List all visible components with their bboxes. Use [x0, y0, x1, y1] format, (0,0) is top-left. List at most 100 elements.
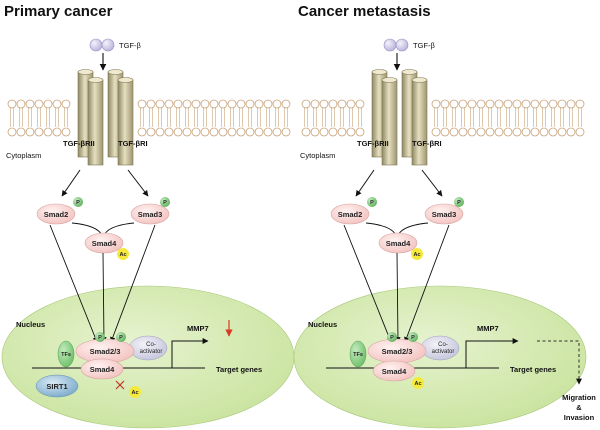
- nucleus-label: Nucleus: [308, 320, 337, 329]
- tgf-beta-ligand: [383, 38, 409, 52]
- smad2-label: Smad2: [338, 210, 363, 219]
- smad4-protein: Smad4: [378, 232, 418, 254]
- lipid-tail: [349, 108, 353, 127]
- lipid-head: [440, 99, 450, 109]
- phosphorylation-arrow-smad3: [421, 169, 443, 197]
- lipid-head: [310, 127, 320, 137]
- lipid-tail: [167, 108, 171, 127]
- downstream-effect-arrow: [537, 340, 582, 385]
- receptor-ii-label: TGF-βRII: [63, 139, 95, 148]
- cytoplasm-label: Cytoplasm: [300, 151, 335, 160]
- svg-text:Ac: Ac: [414, 381, 421, 387]
- ligand-label: TGF-β: [119, 41, 141, 50]
- lipid-head: [449, 99, 459, 109]
- lipid-head: [557, 127, 567, 137]
- lipid-head: [548, 127, 558, 137]
- tgf-beta-receptor-i: [401, 69, 428, 166]
- nuclear-translocation-arrow: [404, 224, 450, 343]
- lipid-tail: [203, 108, 207, 127]
- lipid-head: [173, 127, 183, 137]
- lipid-tail: [266, 108, 270, 127]
- lipid-head: [61, 99, 71, 109]
- lipid-head: [227, 127, 237, 137]
- lipid-head: [182, 127, 192, 137]
- lipid-head: [319, 127, 329, 137]
- lipid-tail: [488, 108, 492, 127]
- lipid-tail: [176, 108, 180, 127]
- tgf-beta-ligand: [89, 38, 115, 52]
- acetyl-badge: Ac: [129, 386, 141, 398]
- svg-text:Smad4: Smad4: [90, 365, 115, 374]
- lipid-tail: [46, 108, 50, 127]
- smad3-label: Smad3: [432, 210, 457, 219]
- lipid-head: [227, 99, 237, 109]
- lipid-head: [485, 99, 495, 109]
- svg-text:activator: activator: [140, 349, 163, 355]
- lipid-head: [137, 99, 147, 109]
- coactivator: Co- activator: [128, 335, 168, 361]
- lipid-head: [272, 99, 282, 109]
- svg-text:P: P: [98, 335, 102, 341]
- lipid-head: [310, 99, 320, 109]
- smad3-protein: Smad3: [130, 203, 170, 225]
- lipid-tail: [37, 108, 41, 127]
- lipid-tail: [506, 108, 510, 127]
- lipid-head: [200, 99, 210, 109]
- nucleus-label: Nucleus: [16, 320, 45, 329]
- tgf-beta-receptor-i: [107, 69, 134, 166]
- lipid-head: [25, 127, 35, 137]
- lipid-head: [503, 127, 513, 137]
- nuclear-translocation-arrow: [395, 252, 401, 343]
- lipid-head: [301, 99, 311, 109]
- outcome-label-line3: Invasion: [564, 413, 595, 422]
- ligand-label: TGF-β: [413, 41, 435, 50]
- receptor-i-label: TGF-βRI: [412, 139, 442, 148]
- lipid-tail: [194, 108, 198, 127]
- lipid-head: [431, 99, 441, 109]
- lipid-tail: [257, 108, 261, 127]
- svg-text:Ac: Ac: [413, 252, 420, 258]
- lipid-head: [458, 127, 468, 137]
- lipid-head: [521, 99, 531, 109]
- phosphate-badge: P: [116, 332, 126, 342]
- svg-text:Smad4: Smad4: [382, 367, 407, 376]
- lipid-tail: [551, 108, 555, 127]
- smad3-protein: Smad3: [424, 203, 464, 225]
- lipid-head: [34, 127, 44, 137]
- lipid-tail: [55, 108, 59, 127]
- phosphate-badge: P: [160, 197, 170, 207]
- smad4-label: Smad4: [386, 239, 411, 248]
- lipid-head: [52, 127, 62, 137]
- tgf-beta-receptor-ii: [371, 69, 398, 166]
- lipid-head: [539, 99, 549, 109]
- lipid-head: [440, 127, 450, 137]
- phosphorylation-arrow-smad2: [61, 169, 81, 197]
- lipid-tail: [313, 108, 317, 127]
- svg-text:Ac: Ac: [119, 252, 126, 258]
- svg-text:Co-: Co-: [438, 342, 448, 348]
- lipid-tail: [358, 108, 362, 127]
- svg-text:P: P: [163, 200, 167, 206]
- panel-cancer-metastasis: Cancer metastasis TGF-β TGF-βRII TGF-βRI…: [293, 3, 596, 429]
- svg-text:P: P: [76, 200, 80, 206]
- receptor-ii-label: TGF-βRII: [357, 139, 389, 148]
- lipid-head: [236, 99, 246, 109]
- lipid-head: [164, 99, 174, 109]
- lipid-tail: [578, 108, 582, 127]
- nuclear-translocation-arrow: [110, 224, 156, 343]
- lipid-head: [512, 127, 522, 137]
- lipid-head: [281, 99, 291, 109]
- lipid-head: [539, 127, 549, 137]
- lipid-head: [355, 99, 365, 109]
- lipid-head: [254, 99, 264, 109]
- lipid-tail: [275, 108, 279, 127]
- lipid-head: [146, 99, 156, 109]
- lipid-head: [7, 127, 17, 137]
- lipid-tail: [149, 108, 153, 127]
- lipid-tail: [461, 108, 465, 127]
- svg-text:TFs: TFs: [61, 352, 71, 358]
- lipid-head: [530, 99, 540, 109]
- transcription-start-arrow: [465, 338, 519, 368]
- smad2-protein: Smad2: [36, 203, 76, 225]
